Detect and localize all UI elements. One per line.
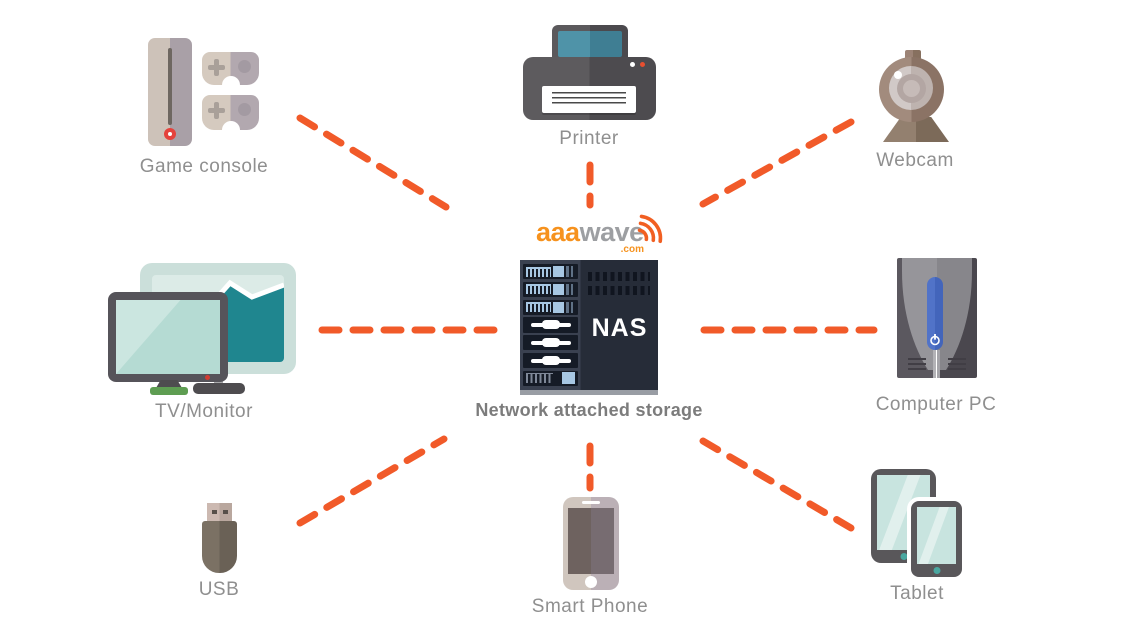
nas-caption: Network attached storage xyxy=(475,400,703,420)
nas-label: NAS xyxy=(591,314,648,342)
printer-lid xyxy=(552,25,628,61)
computer-pc-label: Computer PC xyxy=(875,394,997,415)
printer-paper xyxy=(542,86,636,113)
webcam-label: Webcam xyxy=(876,150,954,171)
monitor-led xyxy=(205,375,210,380)
nas-tray-bay xyxy=(523,352,578,369)
tv-monitor-label: TV/Monitor xyxy=(155,401,253,422)
phone-home-button xyxy=(585,576,597,588)
game-console-label: Game console xyxy=(139,156,269,177)
webcam-clip xyxy=(905,50,921,60)
nas-drive-column xyxy=(523,264,578,386)
usb-label: USB xyxy=(198,579,240,600)
tablet-small xyxy=(911,501,962,577)
pc-stand-stem xyxy=(933,350,940,378)
monitor-frame xyxy=(108,292,228,382)
nas-drive-bay xyxy=(523,264,578,280)
phone-screen xyxy=(568,508,614,574)
monitor-stand-base xyxy=(150,387,188,395)
logo-aaa: aaa xyxy=(536,217,580,247)
usb-connector xyxy=(207,503,232,522)
nas-server-icon: NAS xyxy=(520,260,658,390)
printer-led-white xyxy=(630,62,635,67)
tablet-home-button xyxy=(933,567,940,574)
printer-led-red xyxy=(640,62,645,67)
gamepad-icon xyxy=(202,52,259,94)
smart-phone-icon xyxy=(563,497,619,590)
logo-wave: wave xyxy=(579,217,645,247)
nas-vent-bay xyxy=(523,370,578,386)
nas-tray-bay xyxy=(523,335,578,351)
logo-wordmark: aaawave xyxy=(536,217,644,248)
gamepad-icon xyxy=(202,95,259,139)
smart-phone-label: Smart Phone xyxy=(531,596,649,617)
console-tower xyxy=(148,38,192,146)
logo-tld: .com xyxy=(620,244,644,255)
monitor-stand-neck xyxy=(156,380,182,388)
power-icon xyxy=(930,334,940,346)
computer-pc-icon xyxy=(897,258,977,378)
pc-vent xyxy=(908,358,926,370)
logo-swoosh-icon xyxy=(637,214,663,244)
power-led xyxy=(164,128,176,140)
tablet-home-button xyxy=(900,553,907,560)
disc-slot xyxy=(168,48,172,125)
tv-stand-base xyxy=(193,383,245,394)
nas-drive-bay xyxy=(523,299,578,315)
monitor-screen xyxy=(116,300,220,374)
pc-vent xyxy=(948,358,966,370)
nas-vent-grid xyxy=(588,272,650,295)
lens-glint xyxy=(894,71,902,79)
nas-drive-bay xyxy=(523,281,578,298)
tablet-screen xyxy=(917,507,956,564)
connector-webcam xyxy=(699,118,855,208)
pc-power-strip xyxy=(927,277,943,350)
tablet-label: Tablet xyxy=(890,583,944,604)
connector-game-console xyxy=(296,114,450,211)
nas-tray-bay xyxy=(523,317,578,333)
connector-tablet xyxy=(699,437,855,532)
usb-body xyxy=(202,521,237,573)
printer-label: Printer xyxy=(559,128,619,149)
connector-usb xyxy=(296,435,448,527)
phone-speaker xyxy=(582,501,600,504)
aaawave-logo: aaawave .com xyxy=(536,213,668,257)
